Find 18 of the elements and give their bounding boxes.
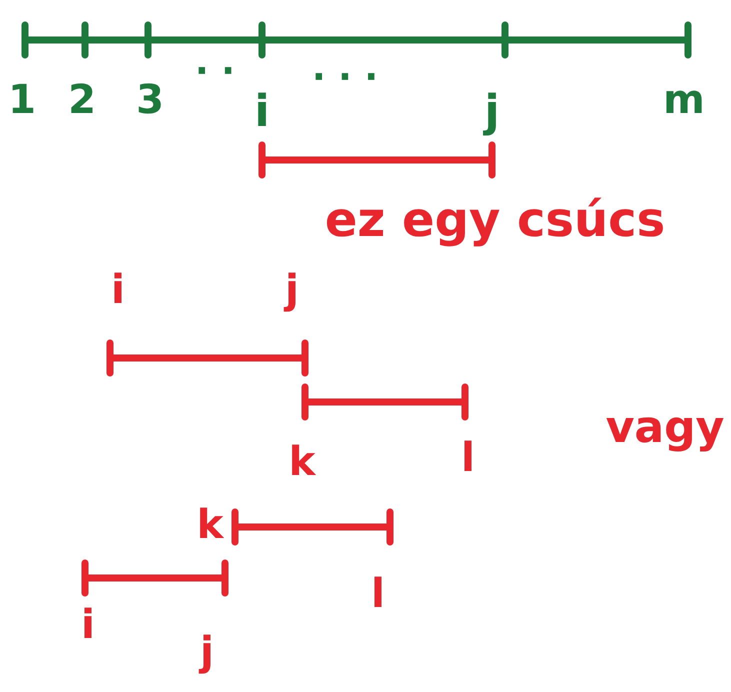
tick-label: 3 bbox=[136, 80, 164, 120]
endpoint-label: j bbox=[285, 270, 299, 310]
annotation-text: vagy bbox=[606, 406, 724, 450]
endpoint-label: l bbox=[461, 438, 475, 478]
endpoint-label: i bbox=[81, 605, 95, 645]
ellipsis: · · bbox=[195, 54, 235, 90]
ellipsis: · · · bbox=[312, 60, 378, 96]
tick-label: i bbox=[254, 90, 270, 134]
endpoint-label: i bbox=[111, 270, 125, 310]
annotation-text: ez egy csúcs bbox=[324, 196, 666, 244]
endpoint-label: k bbox=[288, 442, 316, 482]
tick-label: 1 bbox=[8, 80, 36, 120]
tick-label: 2 bbox=[68, 80, 96, 120]
endpoint-label: j bbox=[200, 632, 214, 672]
tick-label: m bbox=[663, 80, 705, 120]
tick-label: j bbox=[484, 90, 500, 134]
endpoint-label: l bbox=[371, 574, 385, 614]
endpoint-label: k bbox=[196, 505, 224, 545]
